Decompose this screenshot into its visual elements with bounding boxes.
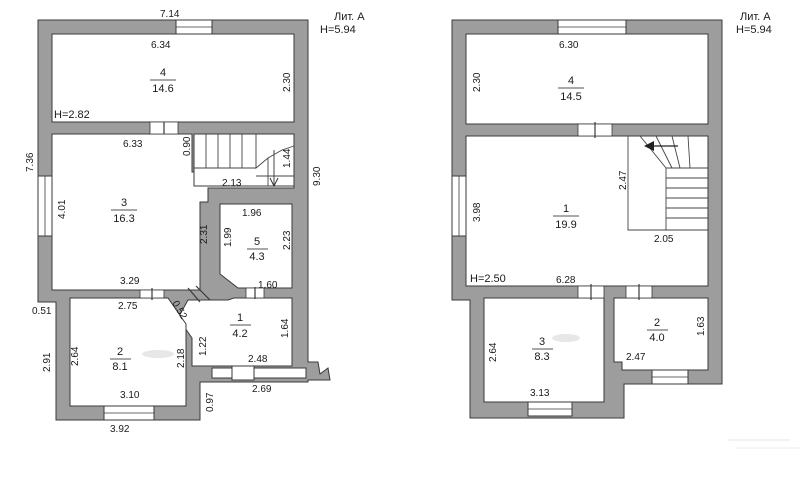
svg-text:2: 2 [654, 317, 660, 329]
left-door-hall [187, 287, 201, 303]
left-vestibule [211, 367, 307, 379]
left-room-5 [219, 203, 293, 289]
dim-hall-bottom: 2.69 [252, 384, 272, 395]
dim-room1-right: 1.64 [280, 318, 291, 338]
left-entry-door [231, 365, 255, 381]
right-room-label-2: 2 4.0 [647, 317, 668, 344]
right-room-1 [465, 135, 709, 287]
left-lit-label: Лит. А [334, 11, 365, 23]
svg-text:8.3: 8.3 [534, 351, 549, 363]
dim-r-room4-width: 6.30 [559, 40, 579, 51]
dim-room5-right: 2.23 [282, 230, 293, 250]
dim-room5-left-wall: 2.31 [199, 224, 210, 244]
right-room-3 [483, 297, 605, 403]
dim-wall-left-bottom: 0.51 [32, 306, 52, 317]
dim-room1-left: 1.22 [198, 336, 209, 356]
left-room-label-5: 5 4.3 [247, 236, 268, 263]
dim-stair-bottom: 2.13 [222, 178, 242, 189]
svg-text:3: 3 [121, 197, 127, 209]
right-total-height: H=5.94 [736, 24, 772, 36]
left-floor-plan: Лит. А H=5.94 H=2.82 4 14.6 3 16.3 5 4.3… [25, 9, 365, 435]
svg-text:4: 4 [568, 75, 574, 87]
dim-outer-left-bottom: 2.91 [42, 352, 53, 372]
dim-r-stair-height: 2.47 [618, 170, 629, 190]
svg-text:14.6: 14.6 [152, 83, 173, 95]
dim-room4-width: 6.34 [151, 40, 171, 51]
dim-hall-side: 0.97 [205, 392, 216, 412]
dim-room2-right: 2.18 [176, 348, 187, 368]
dim-r-room1-bottom: 6.28 [556, 275, 576, 286]
left-ceiling-height: H=2.82 [54, 109, 90, 121]
svg-text:3: 3 [539, 336, 545, 348]
dim-room1-bottom: 2.48 [248, 354, 268, 365]
dim-room5-inner-left: 1.99 [223, 227, 234, 247]
svg-text:8.1: 8.1 [112, 361, 127, 373]
dim-room2-left: 2.64 [70, 346, 81, 366]
left-room-label-2: 2 8.1 [110, 346, 131, 373]
dim-r-stair-width: 2.05 [654, 234, 674, 245]
dim-r-room3-bottom: 3.13 [530, 388, 550, 399]
left-room-label-3: 3 16.3 [111, 197, 137, 225]
dim-room2-top: 2.75 [118, 301, 138, 312]
right-room-label-4: 4 14.5 [558, 75, 584, 103]
dim-room1-top: 1.60 [258, 280, 278, 291]
dim-room3-height: 4.01 [57, 199, 68, 219]
right-lit-label: Лит. А [740, 11, 771, 23]
right-room-label-3: 3 8.3 [532, 336, 553, 363]
svg-text:1: 1 [563, 203, 569, 215]
dim-room3-top: 6.33 [123, 139, 143, 150]
svg-text:4.3: 4.3 [249, 251, 264, 263]
dim-top-outer: 7.14 [160, 9, 180, 20]
svg-text:19.9: 19.9 [555, 219, 576, 231]
dim-outer-left: 7.36 [25, 152, 36, 172]
svg-text:2: 2 [117, 346, 123, 358]
left-room-4 [51, 33, 295, 123]
svg-text:16.3: 16.3 [113, 213, 134, 225]
svg-text:4: 4 [160, 67, 166, 79]
dim-stair-gap: 0.90 [182, 136, 193, 156]
svg-text:4.0: 4.0 [649, 332, 664, 344]
dim-room5-top: 1.96 [242, 208, 262, 219]
dim-room3-bottom: 3.29 [120, 276, 140, 287]
svg-text:14.5: 14.5 [560, 91, 581, 103]
dim-outer-right: 9.30 [312, 166, 323, 186]
dim-r-room4-height: 2.30 [472, 72, 483, 92]
right-stairs [627, 135, 708, 231]
dim-room4-height: 2.30 [282, 72, 293, 92]
right-room-2 [613, 297, 709, 371]
svg-text:5: 5 [254, 236, 260, 248]
dim-r-room2-right: 1.63 [696, 316, 707, 336]
left-room-label-1: 1 4.2 [230, 312, 251, 340]
dim-bottom-outer: 3.92 [110, 424, 130, 435]
svg-text:1: 1 [237, 312, 243, 324]
svg-text:4.2: 4.2 [232, 328, 247, 340]
left-total-height: H=5.94 [320, 24, 356, 36]
right-room-label-1: 1 19.9 [553, 203, 579, 231]
dim-r-room3-left: 2.64 [488, 342, 499, 362]
dim-r-room2-bottom: 2.47 [626, 352, 646, 363]
dim-r-room1-height: 3.98 [472, 202, 483, 222]
dim-room2-bottom: 3.10 [120, 390, 140, 401]
right-floor-plan: Лит. А H=5.94 H=2.50 4 14.5 1 19.9 3 8.3… [451, 11, 772, 419]
right-ceiling-height: H=2.50 [470, 273, 506, 285]
left-stairs [194, 134, 295, 188]
left-room-label-4: 4 14.6 [150, 67, 176, 95]
right-room-4 [465, 33, 709, 125]
left-stairwell [193, 133, 295, 187]
dim-stair-side: 1.44 [282, 148, 293, 168]
